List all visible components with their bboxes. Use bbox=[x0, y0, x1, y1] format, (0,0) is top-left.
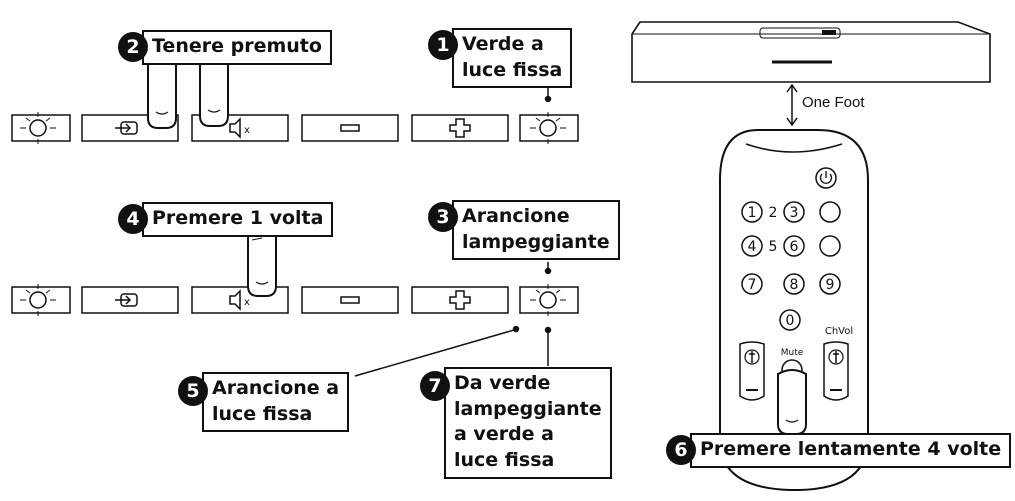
step-number-1: 1 bbox=[428, 30, 458, 60]
button-row-bottom: x bbox=[11, 284, 579, 316]
key-6[interactable]: 6 bbox=[790, 239, 799, 255]
svg-text:x: x bbox=[244, 125, 250, 136]
button-row-top: x bbox=[11, 112, 579, 144]
key-2[interactable]: 2 bbox=[769, 205, 778, 221]
step-number-4: 4 bbox=[118, 204, 148, 235]
step-label-6: Premere lentamente 4 volte bbox=[690, 433, 1012, 468]
led-left-bottom bbox=[11, 284, 71, 316]
svg-text:x: x bbox=[244, 297, 250, 308]
key-7[interactable]: 7 bbox=[748, 277, 757, 293]
distance-label: One Foot bbox=[802, 94, 865, 111]
led-left-top bbox=[11, 112, 71, 144]
callout-6: 6 Premere lentamente 4 volte bbox=[666, 433, 1012, 468]
key-1[interactable]: 1 bbox=[748, 205, 757, 221]
step-number-3: 3 bbox=[428, 202, 458, 232]
step-label-7: Da verde lampeggiante a verde a luce fis… bbox=[444, 367, 612, 479]
remote-control bbox=[719, 129, 869, 491]
callout-1: 1 Verde a luce fissa bbox=[428, 28, 573, 89]
minus-button-top[interactable] bbox=[301, 114, 399, 142]
callout-3: 3 Arancione lampeggiante bbox=[428, 200, 620, 261]
leader-lines bbox=[354, 88, 552, 377]
led-right-bottom bbox=[519, 284, 579, 316]
soundbar bbox=[631, 21, 991, 83]
callout-4: 4 Premere 1 volta bbox=[118, 202, 334, 237]
minus-button-bottom[interactable] bbox=[301, 286, 399, 314]
step-label-4: Premere 1 volta bbox=[142, 202, 334, 237]
step-label-1: Verde a luce fissa bbox=[452, 28, 573, 89]
chvol-rocker-right[interactable] bbox=[823, 341, 849, 401]
key-5[interactable]: 5 bbox=[769, 239, 778, 255]
led-right-top bbox=[519, 112, 579, 144]
power-button[interactable] bbox=[815, 167, 837, 189]
key-8[interactable]: 8 bbox=[790, 277, 799, 293]
chvol-label: ChVol bbox=[825, 326, 853, 337]
input-button-bottom[interactable] bbox=[81, 286, 179, 314]
plus-button-top[interactable] bbox=[411, 114, 509, 142]
callout-7: 7 Da verde lampeggiante a verde a luce f… bbox=[420, 367, 612, 479]
callout-5: 5 Arancione a luce fissa bbox=[178, 372, 350, 433]
fingers-hold-icon bbox=[147, 56, 229, 129]
volume-rocker-left[interactable] bbox=[739, 341, 765, 401]
step-number-5: 5 bbox=[178, 376, 208, 406]
finger-press-icon bbox=[247, 232, 277, 297]
plus-button-bottom[interactable] bbox=[411, 286, 509, 314]
step-label-3: Arancione lampeggiante bbox=[452, 200, 620, 261]
key-4[interactable]: 4 bbox=[748, 239, 757, 255]
step-number-6: 6 bbox=[666, 435, 696, 466]
distance-arrow bbox=[786, 83, 798, 127]
remote-finger-icon bbox=[777, 369, 807, 435]
key-3[interactable]: 3 bbox=[790, 205, 799, 221]
mute-label: Mute bbox=[781, 348, 804, 358]
step-label-5: Arancione a luce fissa bbox=[202, 372, 350, 433]
callout-2: 2 Tenere premuto bbox=[118, 30, 332, 65]
step-number-2: 2 bbox=[118, 32, 148, 63]
step-label-2: Tenere premuto bbox=[142, 30, 332, 65]
key-0[interactable]: 0 bbox=[786, 313, 795, 329]
key-9[interactable]: 9 bbox=[826, 277, 835, 293]
step-number-7: 7 bbox=[420, 371, 450, 401]
